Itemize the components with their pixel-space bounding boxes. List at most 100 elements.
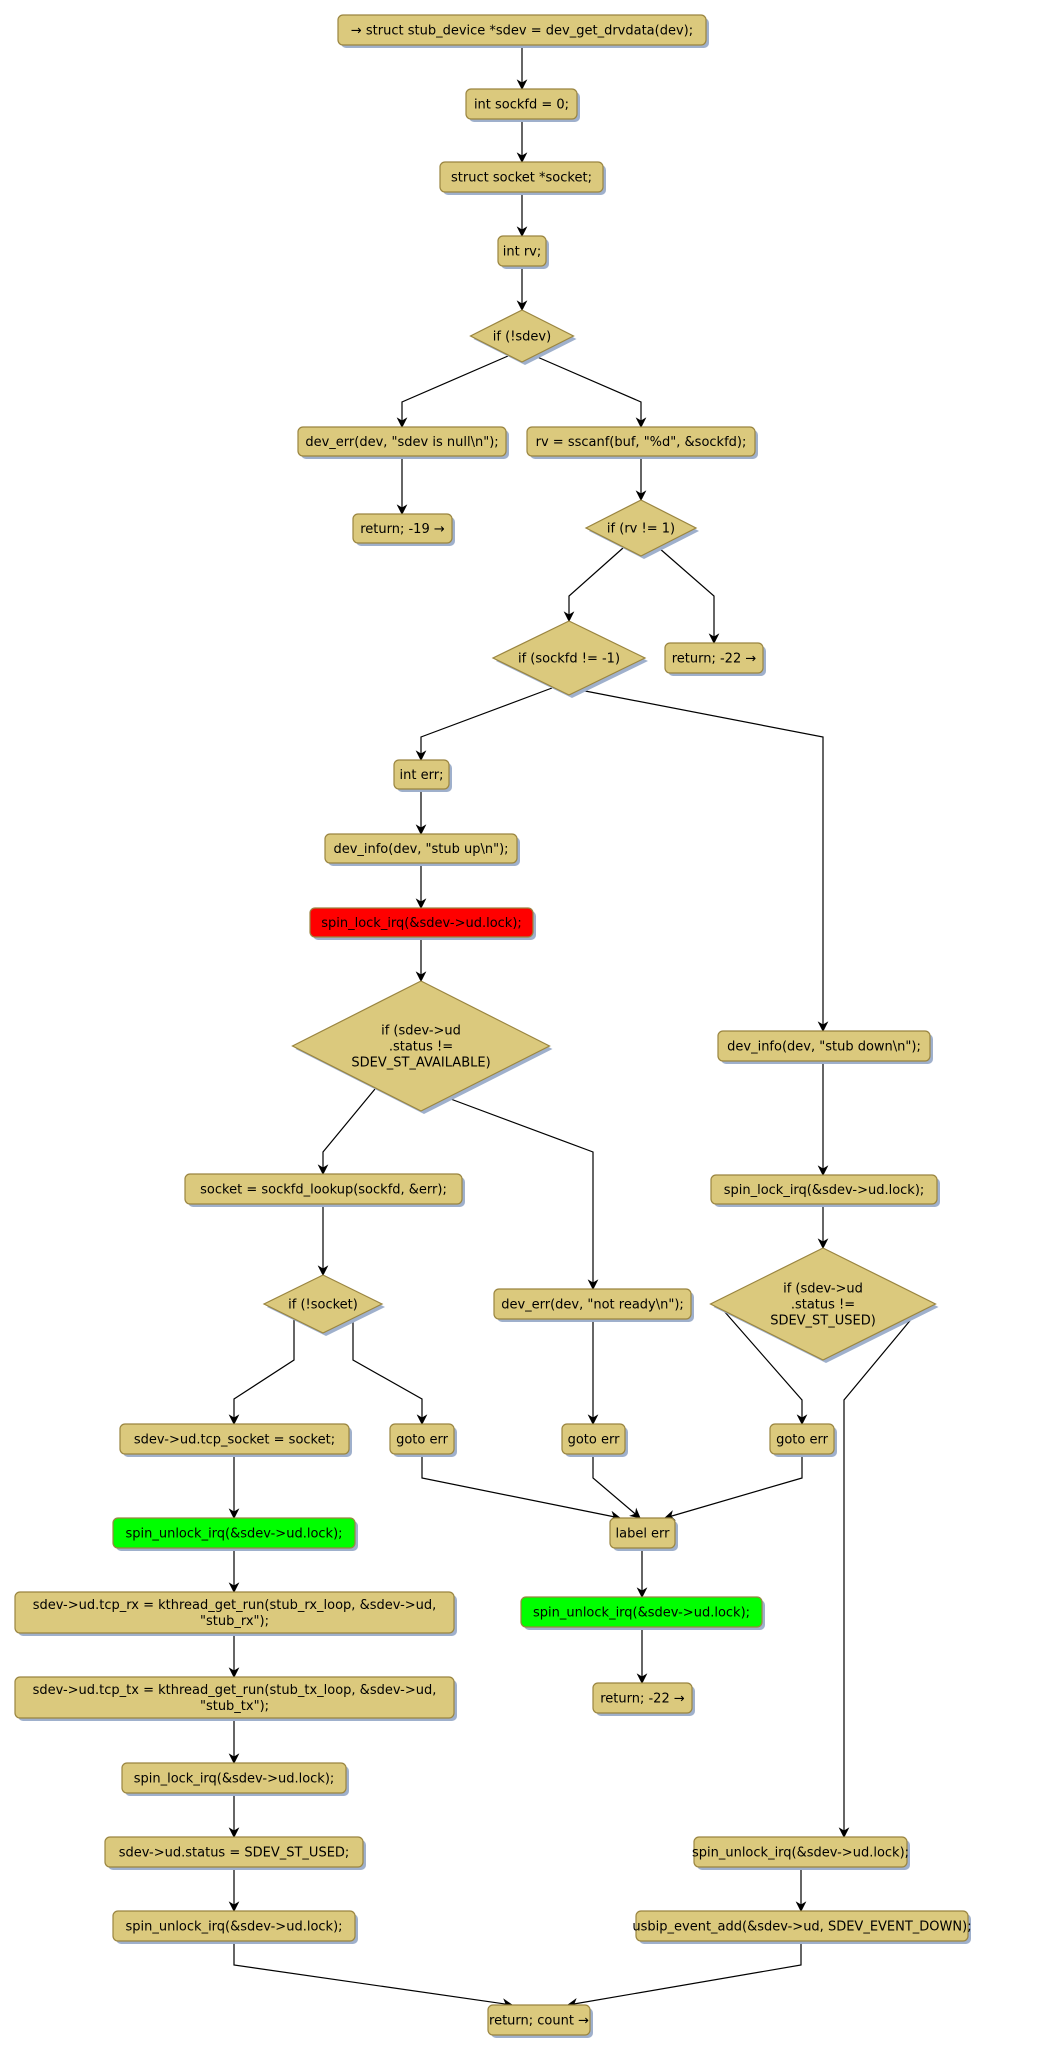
statement-node-n-unlock3[interactable]: spin_unlock_irq(&sdev->ud.lock); [692, 1836, 910, 1870]
statement-node-n-tx[interactable]: sdev->ud.tcp_tx = kthread_get_run(stub_t… [14, 1676, 457, 1721]
node-label: spin_lock_irq(&sdev->ud.lock); [134, 1772, 335, 1787]
node-shape [112, 1910, 356, 1942]
node-shape [389, 1423, 455, 1455]
node-label: int rv; [503, 245, 542, 260]
node-label: spin_unlock_irq(&sdev->ud.lock); [125, 1920, 342, 1935]
node-shape [352, 513, 453, 544]
statement-node-n-goto1[interactable]: goto err [389, 1423, 457, 1457]
edge-d_rv-to-d_sockfd [563, 547, 624, 623]
statement-node-n-unlock1[interactable]: spin_unlock_irq(&sdev->ud.lock); [112, 1517, 358, 1551]
node-shape [520, 1596, 763, 1628]
edge-d_used-to-n_goto3 [723, 1310, 808, 1426]
node-label: sdev->ud.status = SDEV_ST_USED; [119, 1846, 350, 1861]
edges-layer [228, 45, 919, 2009]
node-shape [635, 1910, 969, 1942]
statement-node-n-status[interactable]: sdev->ud.status = SDEV_ST_USED; [104, 1836, 366, 1870]
node-label: if (!socket) [288, 1298, 358, 1313]
node-label: return; -22 → [672, 652, 757, 667]
statement-node-n-sdev[interactable]: → struct stub_device *sdev = dev_get_drv… [337, 14, 709, 48]
node-label: goto err [568, 1433, 621, 1448]
node-shape [465, 88, 578, 120]
node-label: goto err [776, 1433, 829, 1448]
statement-node-n-label[interactable]: label err [609, 1517, 678, 1551]
node-shape [664, 642, 764, 674]
node-shape [592, 1682, 693, 1714]
node-shape [609, 1517, 676, 1549]
node-label: return; -22 → [600, 1692, 685, 1707]
statement-node-n-event[interactable]: usbip_event_add(&sdev->ud, SDEV_EVENT_DO… [632, 1910, 972, 1944]
statement-node-n-rv[interactable]: int rv; [497, 235, 549, 269]
statement-node-n-goto2[interactable]: goto err [561, 1423, 628, 1457]
statement-node-n-notready[interactable]: dev_err(dev, "not ready\n"); [493, 1288, 694, 1322]
node-label: usbip_event_add(&sdev->ud, SDEV_EVENT_DO… [632, 1920, 971, 1935]
node-shape [297, 426, 507, 457]
node-shape [104, 1836, 364, 1868]
node-shape [439, 161, 604, 193]
node-shape [14, 1676, 455, 1719]
node-shape [121, 1762, 347, 1794]
node-shape [309, 907, 534, 938]
statement-node-n-rx[interactable]: sdev->ud.tcp_rx = kthread_get_run(stub_r… [14, 1591, 457, 1636]
statement-node-n-info-up[interactable]: dev_info(dev, "stub up\n"); [324, 833, 520, 866]
decision-node-d-sockfd[interactable]: if (sockfd != -1) [491, 620, 648, 698]
statement-node-n-ret19[interactable]: return; -19 → [352, 513, 455, 546]
statement-node-n-interr[interactable]: int err; [393, 759, 452, 792]
node-label: spin_unlock_irq(&sdev->ud.lock); [533, 1606, 750, 1621]
statement-node-n-lock2[interactable]: spin_lock_irq(&sdev->ud.lock); [710, 1174, 940, 1207]
node-shape [491, 620, 647, 696]
statement-node-n-sockfd[interactable]: int sockfd = 0; [465, 88, 580, 122]
statement-node-n-lock1[interactable]: spin_lock_irq(&sdev->ud.lock); [309, 907, 536, 940]
statement-node-n-tcpsock[interactable]: sdev->ud.tcp_socket = socket; [119, 1423, 352, 1457]
node-label: sdev->ud.tcp_socket = socket; [134, 1433, 335, 1448]
statement-node-n-lookup[interactable]: socket = sockfd_lookup(sockfd, &err); [184, 1173, 465, 1207]
node-shape [584, 499, 698, 557]
node-label: int sockfd = 0; [474, 98, 569, 113]
node-label: if (sdev->ud [783, 1282, 863, 1297]
edge-n_event-to-n_retcount [566, 1941, 802, 2009]
decision-node-d-sdev[interactable]: if (!sdev) [469, 309, 577, 365]
decision-node-d-used[interactable]: if (sdev->ud.status !=SDEV_ST_USED) [709, 1247, 939, 1363]
node-label: if (rv != 1) [607, 522, 675, 537]
edge-d_socket-to-n_tcpsock [228, 1319, 295, 1426]
node-shape [184, 1173, 463, 1205]
statement-node-n-sscanf[interactable]: rv = sscanf(buf, "%d", &sockfd); [526, 426, 758, 459]
edge-d_avail-to-n_notready [447, 1097, 599, 1291]
node-label: return; count → [489, 2014, 589, 2029]
decision-node-d-socket[interactable]: if (!socket) [262, 1274, 385, 1336]
edge-d_avail-to-n_lookup [317, 1088, 376, 1176]
edge-d_sdev-to-n_sscanf [534, 355, 647, 429]
statement-node-n-socket[interactable]: struct socket *socket; [439, 161, 606, 195]
node-shape [769, 1423, 835, 1455]
node-shape [561, 1423, 626, 1455]
node-label: SDEV_ST_AVAILABLE) [351, 1056, 490, 1071]
node-shape [709, 1247, 937, 1361]
node-shape [717, 1030, 931, 1062]
statement-node-n-ret22b[interactable]: return; -22 → [592, 1682, 695, 1716]
edge-d_sockfd-to-n_info_down [579, 689, 829, 1033]
edge-d_socket-to-n_goto1 [352, 1319, 428, 1426]
decision-node-d-rv[interactable]: if (rv != 1) [584, 499, 699, 559]
statement-node-n-goto3[interactable]: goto err [769, 1423, 837, 1457]
node-label: .status != [389, 1040, 453, 1055]
node-label: goto err [396, 1433, 449, 1448]
nodes-layer: → struct stub_device *sdev = dev_get_drv… [14, 14, 972, 2038]
statement-node-n-retcount[interactable]: return; count → [487, 2004, 593, 2038]
statement-node-n-info-down[interactable]: dev_info(dev, "stub down\n"); [717, 1030, 933, 1064]
decision-node-d-avail[interactable]: if (sdev->ud.status !=SDEV_ST_AVAILABLE) [291, 980, 553, 1114]
edge-n_unlock2-to-n_retcount [233, 1941, 514, 2009]
edge-n_goto3-to-n_label [663, 1454, 803, 1521]
statement-node-n-unlock2[interactable]: spin_unlock_irq(&sdev->ud.lock); [112, 1910, 358, 1944]
node-shape [337, 14, 707, 46]
node-label: if (!sdev) [493, 330, 551, 345]
node-label: sdev->ud.tcp_tx = kthread_get_run(stub_t… [33, 1683, 437, 1698]
statement-node-n-unlock-err[interactable]: spin_unlock_irq(&sdev->ud.lock); [520, 1596, 765, 1630]
node-shape [119, 1423, 350, 1455]
node-shape [262, 1274, 384, 1334]
edge-d_sockfd-to-n_interr [415, 687, 553, 762]
node-label: dev_info(dev, "stub down\n"); [727, 1040, 921, 1055]
statement-node-n-lock3[interactable]: spin_lock_irq(&sdev->ud.lock); [121, 1762, 349, 1796]
statement-node-n-err-null[interactable]: dev_err(dev, "sdev is null\n"); [297, 426, 509, 459]
statement-node-n-ret22a[interactable]: return; -22 → [664, 642, 766, 676]
edge-n_goto1-to-n_label [421, 1454, 622, 1522]
